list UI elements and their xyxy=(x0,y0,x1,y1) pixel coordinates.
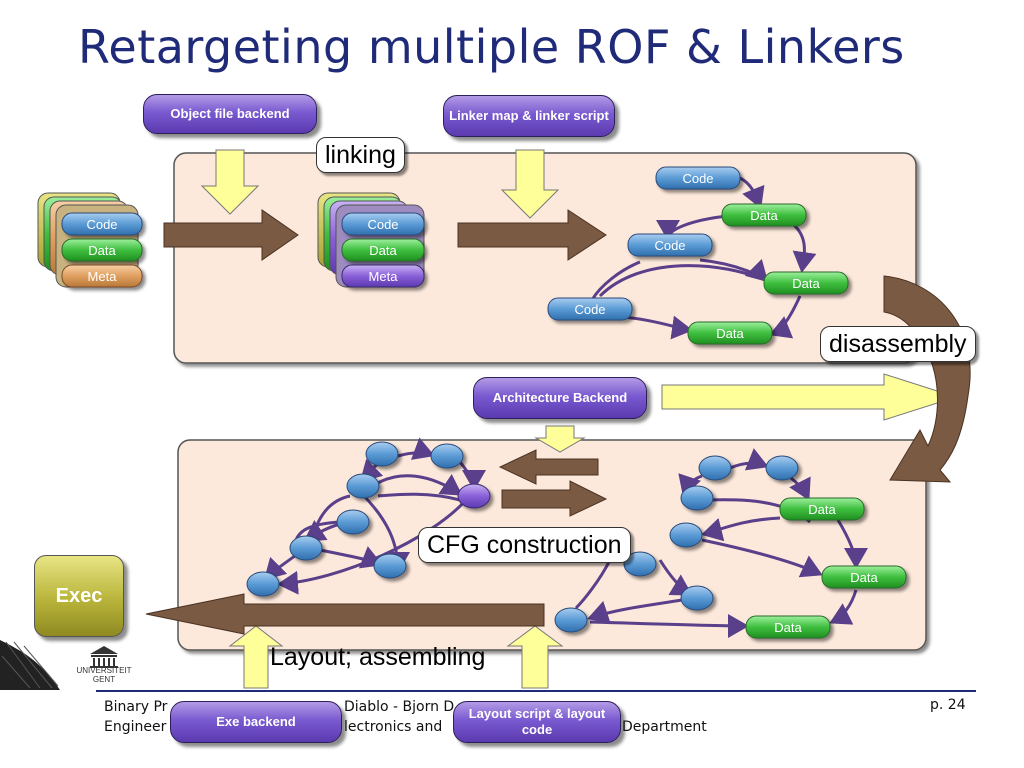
architecture-backend: Architecture Backend xyxy=(473,377,647,419)
section-code xyxy=(61,212,143,236)
cfg-right-arrow xyxy=(501,480,608,517)
university-logo-graphic xyxy=(0,640,118,690)
graph-node-code-label: Code xyxy=(682,171,713,186)
page-number: p. 24 xyxy=(930,697,966,713)
university-building-icon xyxy=(90,646,118,668)
footer-line2-mid: lectronics and xyxy=(344,719,443,735)
graph-node-data-label: Data xyxy=(716,326,744,341)
section-code-label: Code xyxy=(86,217,117,232)
object-file-stack-1: Code Data Meta xyxy=(37,192,143,288)
section-data xyxy=(61,238,143,262)
graph-node-code xyxy=(655,166,741,190)
graph-node-code xyxy=(547,297,633,321)
object-file-input-arrow xyxy=(200,149,260,215)
cfg-node-purple xyxy=(457,483,491,509)
section-data-label: Data xyxy=(88,243,116,258)
graph-node-data xyxy=(779,497,865,521)
graph-node-code xyxy=(627,233,713,257)
graph-node-code-label: Code xyxy=(574,302,605,317)
cfg-graph-right: Data Data Data xyxy=(554,455,907,639)
footer-line2-left: Engineer xyxy=(104,719,167,735)
footer-line1-mid: Diablo - Bjorn D xyxy=(344,699,455,715)
disassembly-label: disassembly xyxy=(820,326,976,362)
output-to-exec-arrow xyxy=(145,593,545,635)
cfg-node xyxy=(698,455,732,481)
graph-node-data xyxy=(721,203,807,227)
cfg-node xyxy=(289,535,323,561)
layout-script-backend: Layout script & layout code xyxy=(453,701,621,743)
exe-backend-up-arrow xyxy=(228,625,284,689)
linker-map-input-arrow xyxy=(500,149,560,219)
cfg-left-arrow xyxy=(498,449,599,485)
cfg-node xyxy=(680,485,714,511)
graph-node-data-label: Data xyxy=(774,620,802,635)
cfg-node xyxy=(680,585,714,611)
section-data-label: Data xyxy=(369,243,397,258)
graph-node-data xyxy=(821,565,907,589)
cfg-node xyxy=(765,455,799,481)
footer-line1-left: Binary Pr xyxy=(104,699,168,715)
cfg-node xyxy=(430,443,464,469)
object-file-stack-2: Code Data Meta xyxy=(317,192,425,288)
cfg-graph-top: Code Data Code Data Code Data xyxy=(547,166,849,345)
section-data xyxy=(341,238,425,262)
graph-node-data xyxy=(745,615,831,639)
logo-text-line-2: GENT xyxy=(92,675,116,684)
section-meta xyxy=(341,264,425,288)
page-title: Retargeting multiple ROF & Linkers xyxy=(78,20,905,74)
cfg-node xyxy=(336,509,370,535)
section-meta-label: Meta xyxy=(88,269,118,284)
graph-node-code-label: Code xyxy=(654,238,685,253)
cfg-graph-left xyxy=(246,441,491,597)
cfg-node xyxy=(623,551,657,577)
cfg-node xyxy=(669,522,703,548)
object-file-backend: Object file backend xyxy=(143,94,317,134)
exec-box: Exec xyxy=(34,555,124,637)
section-meta-label: Meta xyxy=(369,269,399,284)
linking-label: linking xyxy=(316,137,405,173)
cfg-node xyxy=(373,553,407,579)
section-code xyxy=(341,212,425,236)
link-arrow-1 xyxy=(163,209,299,261)
architecture-flow-arrow xyxy=(661,373,958,421)
graph-node-data-label: Data xyxy=(808,502,836,517)
layout-assembling-label: Layout; assembling xyxy=(270,643,486,671)
graph-node-data xyxy=(763,271,849,295)
exe-backend: Exe backend xyxy=(170,701,342,743)
layout-script-up-arrow xyxy=(506,625,564,689)
footer-rule xyxy=(96,690,976,692)
architecture-input-arrow xyxy=(534,425,586,453)
cfg-construction-label: CFG construction xyxy=(418,527,631,563)
cfg-node xyxy=(346,473,380,499)
graph-node-data-label: Data xyxy=(792,276,820,291)
university-logo-text: UNIVERSITEIT GENT xyxy=(74,646,134,684)
logo-text-line-1: UNIVERSITEIT xyxy=(76,666,132,675)
link-arrow-2 xyxy=(457,209,607,261)
linker-map-backend: Linker map & linker script xyxy=(443,95,615,137)
cfg-node xyxy=(365,441,399,467)
cfg-node xyxy=(246,571,280,597)
section-meta xyxy=(61,264,143,288)
cfg-node xyxy=(554,607,588,633)
footer-line2-right: Department xyxy=(622,719,707,735)
graph-node-data xyxy=(687,321,773,345)
section-code-label: Code xyxy=(367,217,398,232)
graph-node-data-label: Data xyxy=(850,570,878,585)
graph-node-data-label: Data xyxy=(750,208,778,223)
